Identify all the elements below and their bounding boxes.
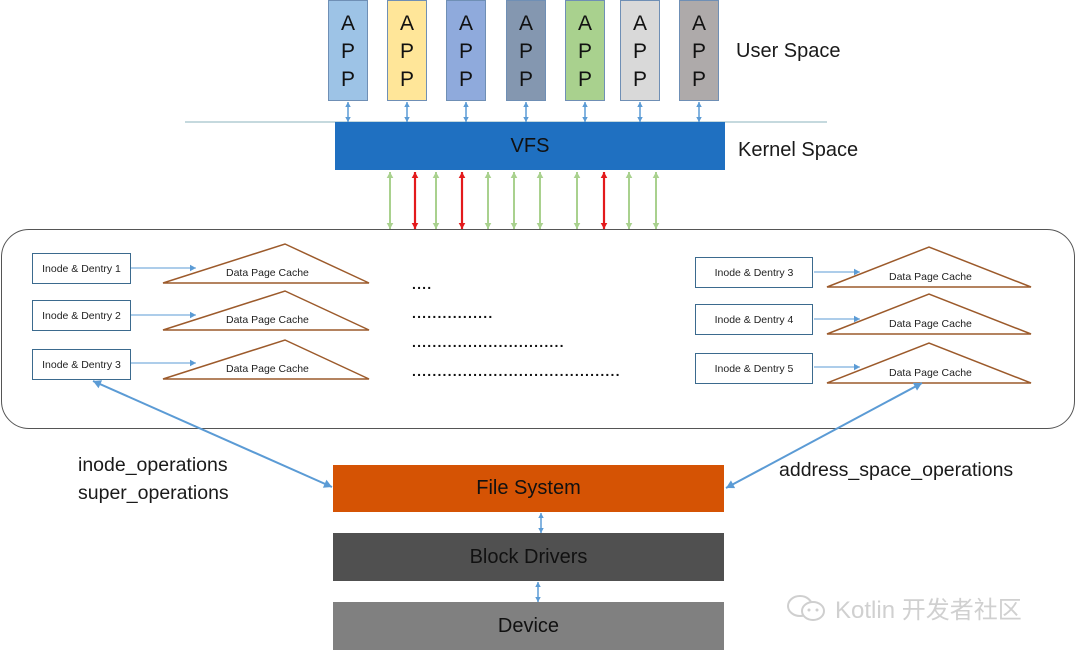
app-vfs-arrow-head xyxy=(404,102,410,107)
inode-ops-arrow-head xyxy=(322,479,332,488)
vfs-cache-arrow-red-head xyxy=(411,172,419,178)
app-vfs-arrow-head xyxy=(523,102,529,107)
app-letter: A xyxy=(691,11,706,35)
app-letter: A xyxy=(518,11,533,35)
app-box: A P P xyxy=(387,0,427,101)
device-layer: Device xyxy=(333,602,724,650)
file-system-layer: File System xyxy=(333,465,724,512)
app-letter: P xyxy=(518,68,533,92)
app-box: A P P xyxy=(446,0,486,101)
vfs-label: VFS xyxy=(510,134,550,157)
inode-dentry-box: Inode & Dentry 3 xyxy=(695,257,813,288)
app-letter: P xyxy=(458,68,473,92)
app-letter: A xyxy=(399,11,414,35)
user-space-label: User Space xyxy=(736,40,841,62)
app-vfs-arrow-head xyxy=(637,102,643,107)
ellipsis-row: .............................. xyxy=(412,334,565,350)
vfs-cache-arrow-green-head xyxy=(625,172,633,178)
fs-block-arrow-head xyxy=(538,513,544,518)
inode-dentry-box: Inode & Dentry 3 xyxy=(32,349,131,380)
app-vfs-arrow-head xyxy=(463,102,469,107)
file-system-label: File System xyxy=(476,477,581,499)
vfs-cache-arrow-green-head xyxy=(536,172,544,178)
app-letter: P xyxy=(340,68,355,92)
watermark: Kotlin 开发者社区 xyxy=(785,590,1022,625)
app-letter: P xyxy=(399,39,414,63)
app-letter: P xyxy=(577,68,592,92)
inode-label: Inode & Dentry 4 xyxy=(714,313,794,326)
address-space-ops-arrow-head xyxy=(726,480,736,489)
app-letter: P xyxy=(577,39,592,63)
vfs-cache-arrow-green-head xyxy=(573,172,581,178)
app-letter: A xyxy=(340,11,355,35)
inode-label: Inode & Dentry 3 xyxy=(714,266,794,279)
inode-dentry-box: Inode & Dentry 1 xyxy=(32,253,131,284)
inode-label: Inode & Dentry 5 xyxy=(714,362,794,375)
app-box: A P P xyxy=(565,0,605,101)
super-operations-label: super_operations xyxy=(78,482,229,504)
app-letter: P xyxy=(399,68,414,92)
app-letter: A xyxy=(458,11,473,35)
ellipsis-row: .... xyxy=(412,276,433,292)
inode-label: Inode & Dentry 1 xyxy=(42,262,121,275)
app-letter: A xyxy=(632,11,647,35)
app-letter: A xyxy=(577,11,592,35)
data-page-cache-label: Data Page Cache xyxy=(226,363,309,375)
wechat-icon xyxy=(787,594,825,621)
kernel-space-label: Kernel Space xyxy=(738,139,859,161)
watermark-text: Kotlin 开发者社区 xyxy=(835,597,1022,624)
data-page-cache-label: Data Page Cache xyxy=(226,267,309,279)
inode-label: Inode & Dentry 3 xyxy=(42,358,121,371)
block-drivers-label: Block Drivers xyxy=(469,545,588,568)
vfs-layer: VFS xyxy=(335,122,725,170)
ellipsis-row: ........................................… xyxy=(412,363,621,379)
app-letter: P xyxy=(518,39,533,63)
app-box: A P P xyxy=(328,0,368,101)
inode-dentry-box: Inode & Dentry 4 xyxy=(695,304,813,335)
vfs-cache-arrow-green-head xyxy=(510,172,518,178)
inode-dentry-box: Inode & Dentry 2 xyxy=(32,300,131,331)
data-page-cache-label: Data Page Cache xyxy=(226,314,309,326)
app-box: A P P xyxy=(506,0,546,101)
vfs-cache-arrow-red-head xyxy=(600,172,608,178)
app-box: A P P xyxy=(679,0,719,101)
app-letter: P xyxy=(632,39,647,63)
app-vfs-arrow-head xyxy=(696,102,702,107)
inode-ops-labels: inode_operations super_operations xyxy=(78,451,229,507)
data-page-cache-label: Data Page Cache xyxy=(889,367,972,379)
app-letter: P xyxy=(458,39,473,63)
address-space-operations-label: address_space_operations xyxy=(779,459,1014,481)
inode-dentry-box: Inode & Dentry 5 xyxy=(695,353,813,384)
block-device-arrow-head xyxy=(535,582,541,587)
data-page-cache-label: Data Page Cache xyxy=(889,318,972,330)
vfs-cache-arrow-green-head xyxy=(386,172,394,178)
device-label: Device xyxy=(497,614,560,637)
vfs-cache-arrow-green-head xyxy=(432,172,440,178)
ellipsis-row: ................ xyxy=(412,305,494,321)
app-vfs-arrow-head xyxy=(345,102,351,107)
app-box: A P P xyxy=(620,0,660,101)
app-letter: P xyxy=(632,68,647,92)
app-letter: P xyxy=(340,39,355,63)
inode-operations-label: inode_operations xyxy=(78,454,228,476)
app-vfs-arrow-head xyxy=(582,102,588,107)
vfs-cache-arrow-green-head xyxy=(484,172,492,178)
inode-label: Inode & Dentry 2 xyxy=(42,309,121,322)
block-drivers-layer: Block Drivers xyxy=(333,533,724,581)
app-letter: P xyxy=(691,39,706,63)
app-letter: P xyxy=(691,68,706,92)
data-page-cache-label: Data Page Cache xyxy=(889,271,972,283)
vfs-cache-arrow-red-head xyxy=(458,172,466,178)
vfs-cache-arrow-green-head xyxy=(652,172,660,178)
